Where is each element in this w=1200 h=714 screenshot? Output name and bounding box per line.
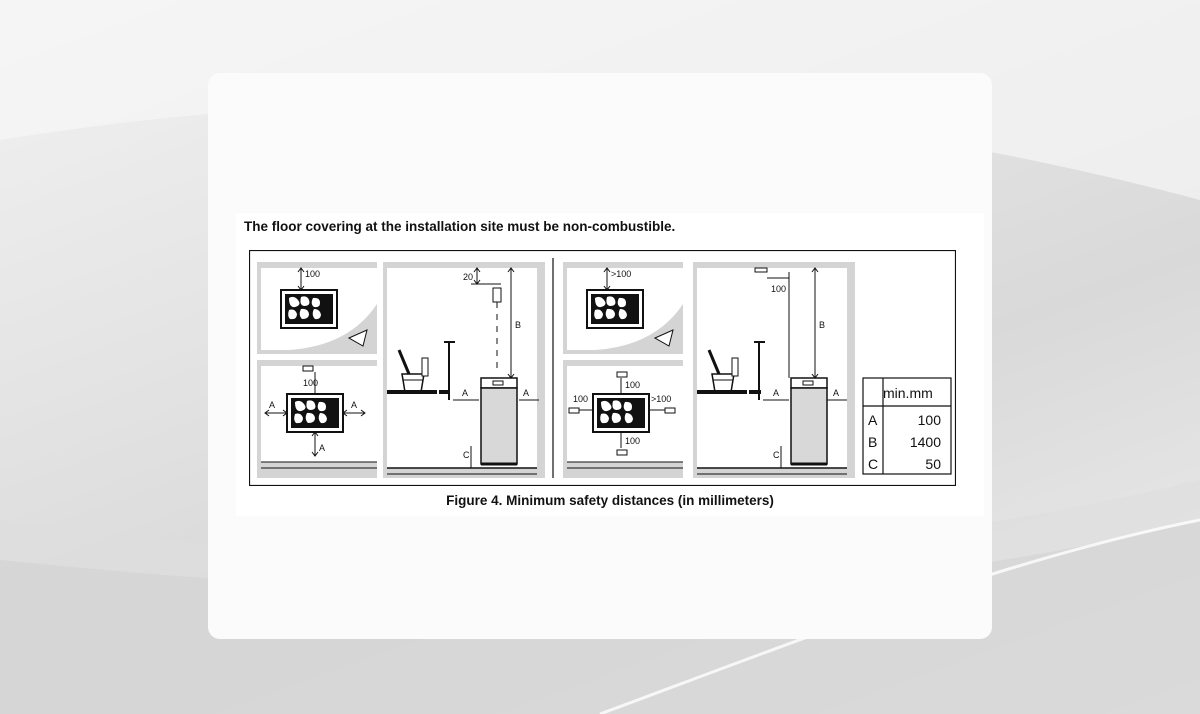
- svg-text:C: C: [773, 450, 780, 460]
- left-corner-top-view: 100: [257, 262, 377, 354]
- table-row-a-label: A: [868, 412, 878, 428]
- safety-distance-diagram: 100 100 A A: [249, 250, 956, 486]
- right-wall-top-view: 100 100 >100 100: [563, 360, 683, 478]
- svg-text:100: 100: [305, 269, 320, 279]
- svg-text:C: C: [463, 450, 470, 460]
- table-row-c-label: C: [868, 456, 878, 472]
- right-corner-top-view: >100: [563, 262, 683, 354]
- right-side-elevation: 100 B A A: [693, 262, 855, 478]
- svg-text:100: 100: [771, 284, 786, 294]
- svg-text:B: B: [515, 320, 521, 330]
- table-row-b-value: 1400: [910, 434, 941, 450]
- svg-text:100: 100: [573, 394, 588, 404]
- table-row-b-label: B: [868, 434, 877, 450]
- heading-text: The floor covering at the installation s…: [244, 219, 676, 234]
- table-row-a-value: 100: [918, 412, 942, 428]
- document-card: The floor covering at the installation s…: [208, 73, 992, 639]
- svg-text:100: 100: [303, 378, 318, 388]
- svg-text:A: A: [773, 388, 779, 398]
- svg-text:>100: >100: [611, 269, 631, 279]
- svg-text:100: 100: [625, 380, 640, 390]
- svg-text:100: 100: [625, 436, 640, 446]
- left-side-elevation: 20 B: [383, 262, 545, 478]
- svg-text:A: A: [351, 400, 357, 410]
- table-header: min.mm: [883, 385, 933, 401]
- svg-text:A: A: [319, 443, 325, 453]
- left-wall-top-view: 100 A A A: [257, 360, 377, 478]
- svg-text:B: B: [819, 320, 825, 330]
- svg-text:A: A: [523, 388, 529, 398]
- svg-text:20: 20: [463, 272, 473, 282]
- svg-text:>100: >100: [651, 394, 671, 404]
- svg-text:A: A: [269, 400, 275, 410]
- figure-caption: Figure 4. Minimum safety distances (in m…: [446, 493, 774, 508]
- document-content: The floor covering at the installation s…: [236, 213, 984, 516]
- svg-text:A: A: [462, 388, 468, 398]
- svg-text:A: A: [833, 388, 839, 398]
- distance-table: min.mm A 100 B 1400 C 50: [862, 377, 952, 475]
- table-row-c-value: 50: [925, 456, 941, 472]
